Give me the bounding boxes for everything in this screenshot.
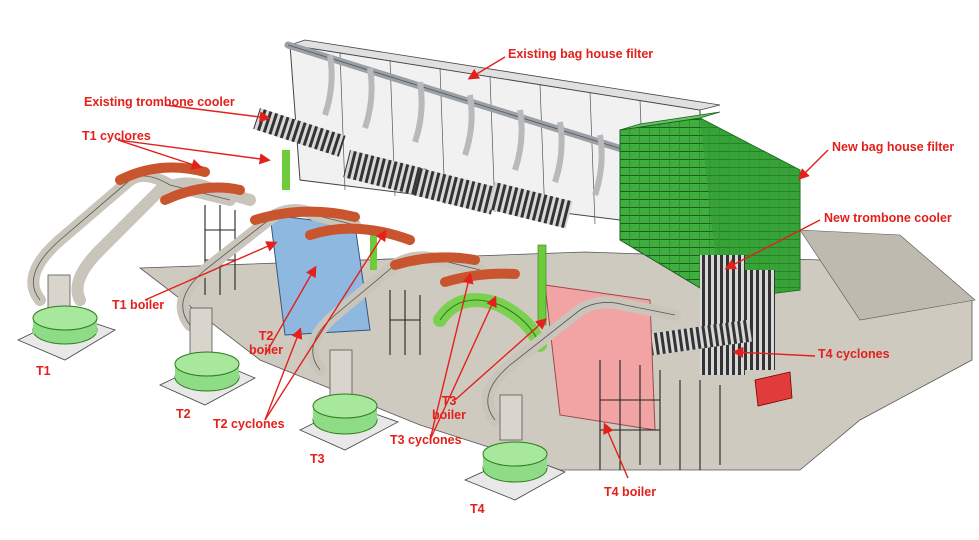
arrow-t1-cyclones-b — [117, 139, 271, 165]
label-t4-boiler: T4 boiler — [604, 485, 657, 499]
arrow-new-bag-house — [798, 149, 829, 180]
label-t3-boiler-line1: T3 — [441, 394, 457, 408]
label-t3: T3 — [310, 452, 325, 466]
green-column-t1 — [282, 150, 290, 190]
arrow-t3-boiler — [454, 318, 548, 401]
base-t4 — [463, 441, 566, 501]
support-structures — [204, 205, 721, 470]
green-column-t2 — [370, 235, 377, 270]
existing-trombone-cooler — [253, 107, 573, 229]
arrow-existing-trombone — [164, 104, 271, 123]
label-t1-boiler: T1 boiler — [112, 298, 165, 312]
t3-green-column — [537, 244, 547, 326]
new-bag-house-filter — [619, 111, 801, 301]
arrow-existing-bag-house — [467, 56, 506, 80]
label-t2-boiler-line2: boiler — [248, 342, 284, 357]
cyclone-ducts — [115, 162, 520, 287]
arrow-t3-cyclones-a — [429, 295, 497, 441]
label-t3-boiler: T3 boiler — [424, 394, 474, 423]
ground-platform-right — [799, 229, 976, 321]
arrow-t4-cyclones — [732, 346, 816, 359]
label-new-trombone-cooler: New trombone cooler — [824, 211, 952, 225]
label-t2-cyclones: T2 cyclones — [213, 417, 285, 431]
base-t1 — [17, 305, 116, 361]
arrow-t1-boiler — [144, 241, 278, 301]
label-new-bag-house-filter: New bag house filter — [832, 140, 955, 154]
arrow-t4-boiler — [603, 422, 629, 479]
base-t3 — [299, 393, 399, 451]
leader-lines — [117, 56, 829, 479]
red-equipment-box — [754, 371, 793, 407]
label-t2-boiler: T2 boiler — [236, 329, 296, 358]
label-existing-trombone-cooler: Existing trombone cooler — [84, 95, 235, 109]
base-t2 — [159, 351, 256, 406]
label-t2-boiler-line1: T2 — [258, 329, 274, 343]
label-existing-bag-house-filter: Existing bag house filter — [508, 47, 654, 61]
label-t3-boiler-line2: boiler — [431, 407, 467, 422]
arrow-t1-cyclones-a — [117, 139, 203, 170]
label-t4-cyclones: T4 cyclones — [818, 347, 890, 361]
label-t2: T2 — [176, 407, 191, 421]
label-t4: T4 — [470, 502, 485, 516]
arrow-t2-boiler — [264, 265, 317, 356]
arrow-t2-cyclones-a — [264, 327, 303, 421]
label-t1: T1 — [36, 364, 51, 378]
arrow-new-trombone — [724, 219, 821, 270]
label-t3-cyclones: T3 cyclones — [390, 433, 462, 447]
arrow-t3-cyclones-b — [429, 272, 474, 441]
arrow-t2-cyclones-b — [264, 229, 387, 421]
label-t1-cyclones: T1 cyclores — [82, 129, 151, 143]
